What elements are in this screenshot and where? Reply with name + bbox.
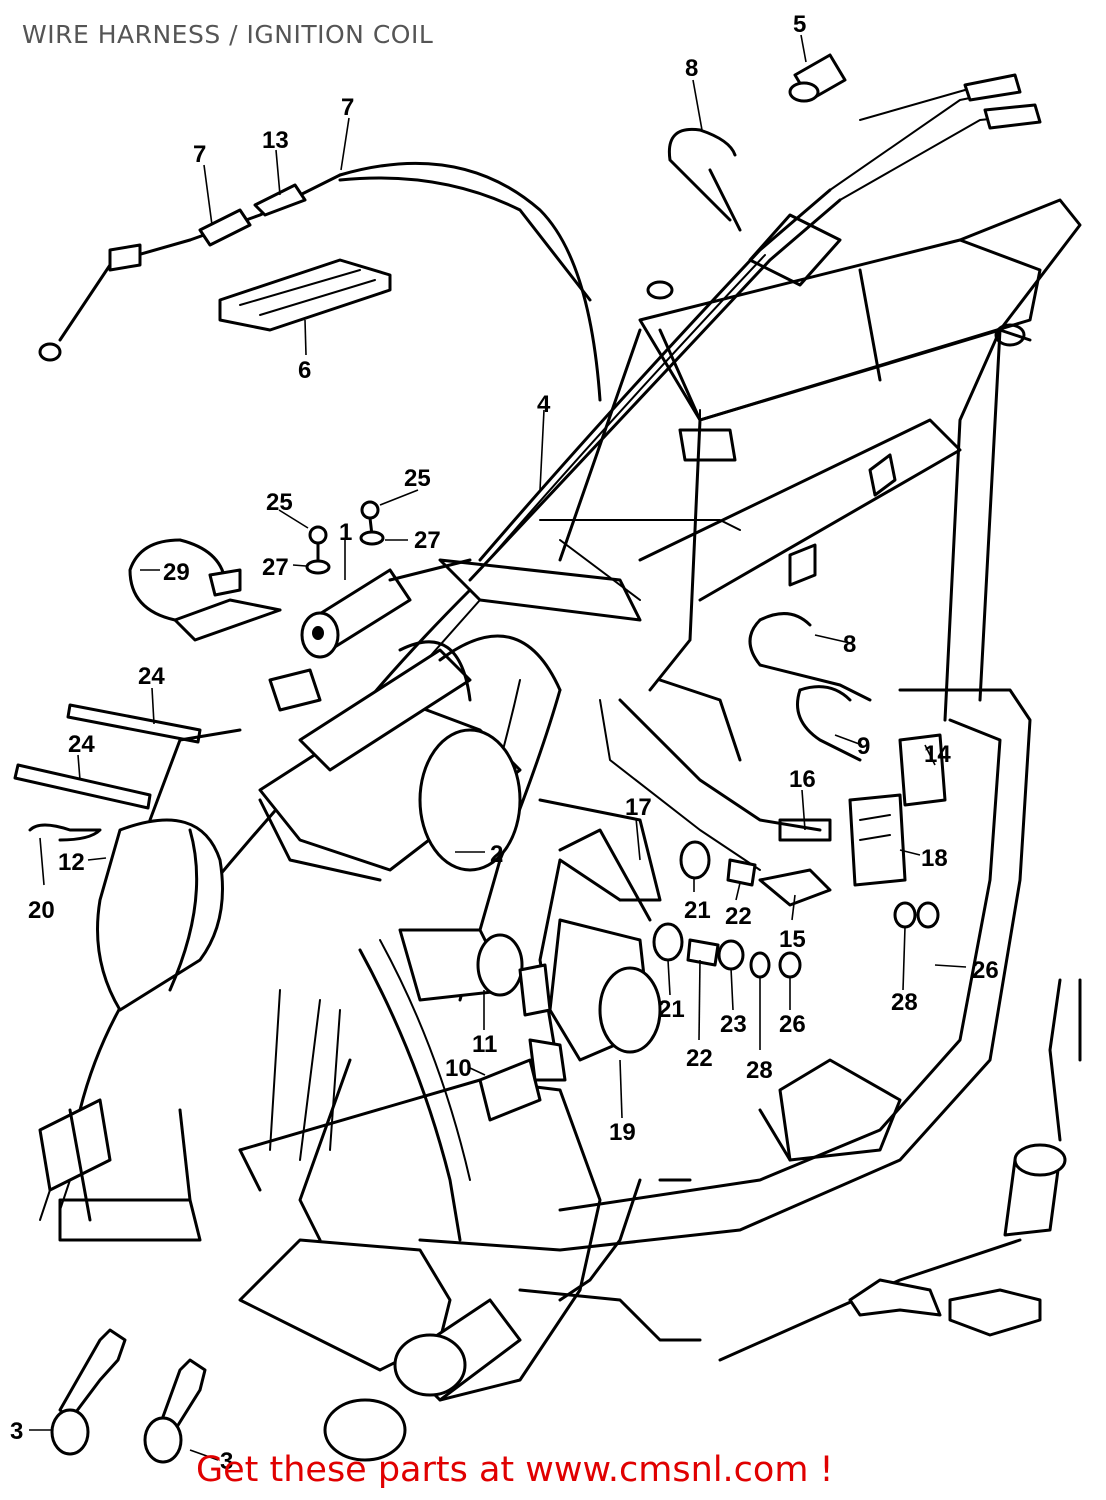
leader-lines <box>29 34 967 1461</box>
bolts-24 <box>13 703 202 810</box>
callout-4: 4 <box>537 391 551 418</box>
switch-10-11 <box>398 928 567 1122</box>
callout-3-right: 3 <box>220 1448 233 1475</box>
callout-15: 15 <box>779 926 806 953</box>
callout-25-right: 25 <box>404 465 431 492</box>
callout-28-bottom: 28 <box>746 1057 773 1084</box>
callout-21-bottom: 21 <box>658 996 685 1023</box>
horn-12 <box>96 728 242 1012</box>
clip-20 <box>28 823 102 842</box>
callout-1: 1 <box>339 519 352 546</box>
callout-2: 2 <box>490 841 503 868</box>
rubber-boot-5 <box>788 53 847 103</box>
wire-clip-8-9 <box>748 612 872 762</box>
callout-12: 12 <box>58 849 85 876</box>
callout-18: 18 <box>921 845 948 872</box>
callout-9: 9 <box>857 733 870 760</box>
ignition-coil-2 <box>258 634 562 882</box>
callout-numbers: 5 8 7 13 7 6 4 25 25 1 27 27 29 24 24 12… <box>10 11 999 1475</box>
fuse-wire-7-13 <box>38 161 602 402</box>
callout-23: 23 <box>720 1011 747 1038</box>
bracket-19 <box>548 828 662 1062</box>
strap-29 <box>128 538 282 642</box>
callout-24-top: 24 <box>138 663 165 690</box>
callout-22-top: 22 <box>725 903 752 930</box>
callout-6: 6 <box>298 357 311 384</box>
bracket-15 <box>758 868 832 907</box>
callout-20: 20 <box>28 897 55 924</box>
callout-11: 11 <box>472 1031 497 1058</box>
callout-7-right: 7 <box>341 94 354 121</box>
callout-26-bottom: 26 <box>779 1011 806 1038</box>
spare-parts-right <box>848 978 1082 1337</box>
callout-17: 17 <box>625 794 652 821</box>
callout-26-right: 26 <box>972 957 999 984</box>
callout-8-top: 8 <box>685 55 698 82</box>
callout-19: 19 <box>609 1119 636 1146</box>
tube-3-left <box>50 1328 127 1456</box>
callout-29: 29 <box>163 559 190 586</box>
frame-lower-center <box>323 1298 522 1462</box>
callout-27-right: 27 <box>414 527 441 554</box>
callout-13: 13 <box>262 127 289 154</box>
callout-16: 16 <box>789 766 816 793</box>
screws-25-27 <box>305 500 385 575</box>
callout-22-bottom: 22 <box>686 1045 713 1072</box>
callout-27-left: 27 <box>262 554 289 581</box>
condenser-1 <box>300 558 472 659</box>
bushes-21-28 <box>652 840 940 979</box>
wire-harness <box>38 89 1031 1302</box>
wire-clip-8 <box>667 127 742 232</box>
callout-3-left: 3 <box>10 1418 23 1445</box>
relay-14-18 <box>848 733 947 887</box>
callout-10: 10 <box>445 1055 472 1082</box>
callout-24-bottom: 24 <box>68 731 95 758</box>
harness-terminals <box>859 73 1042 130</box>
callout-7-left: 7 <box>193 141 206 168</box>
callout-21-top: 21 <box>684 897 711 924</box>
tube-3-right <box>143 1358 207 1464</box>
callout-8-right: 8 <box>843 631 856 658</box>
callout-28-right: 28 <box>891 989 918 1016</box>
fuse-holder-6 <box>218 258 392 332</box>
diagram-title: WIRE HARNESS / IGNITION COIL <box>22 20 434 49</box>
callout-5: 5 <box>793 11 806 38</box>
callout-25-left: 25 <box>266 489 293 516</box>
parts-link-footer[interactable]: Get these parts at www.cmsnl.com ! <box>196 1450 834 1490</box>
callout-14: 14 <box>924 741 951 768</box>
